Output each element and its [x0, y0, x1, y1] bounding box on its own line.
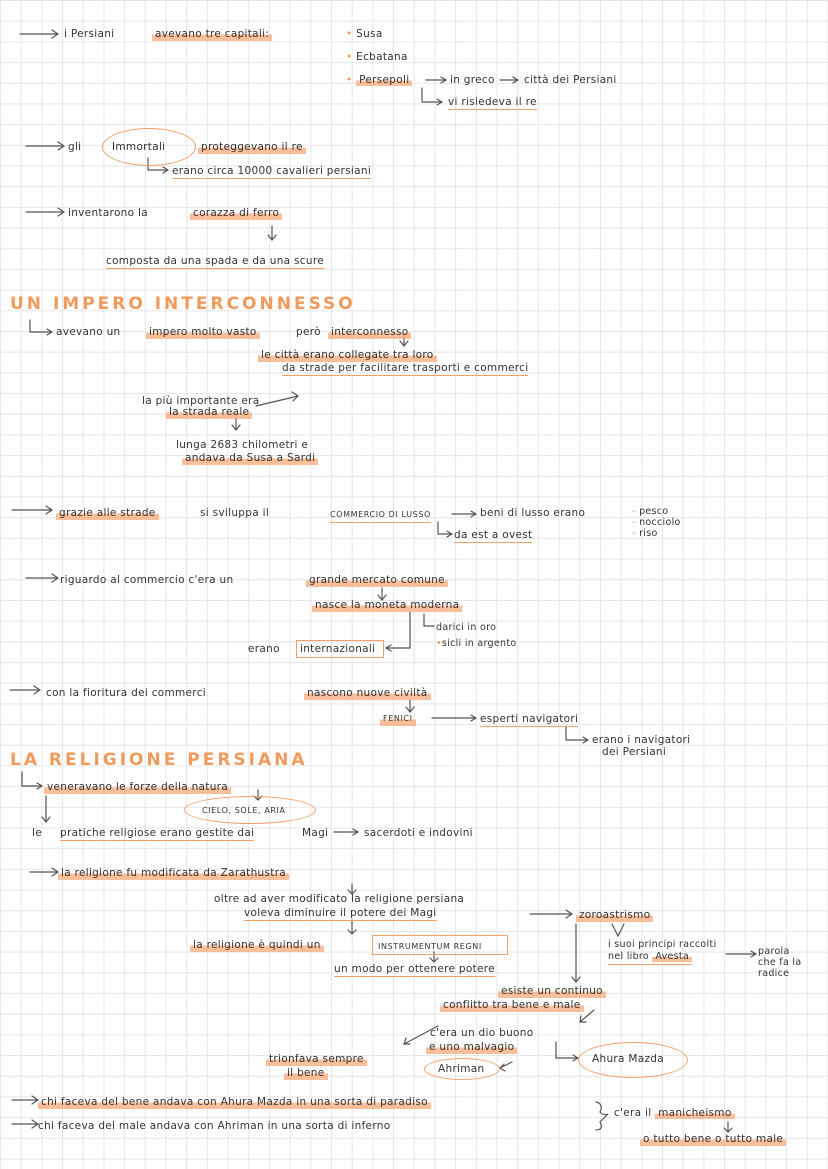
impero-line1a: avevano un [56, 326, 121, 338]
market-intl-lead: erano [248, 643, 280, 655]
civil-fenici: FENICI [380, 712, 416, 726]
trade-highlight: grazie alle strade [56, 506, 159, 520]
capital-item: • Ecbatana [346, 51, 408, 63]
trade-commerce: COMMERCIO DI LUSSO [330, 508, 431, 523]
market-intl-box [296, 640, 384, 658]
mani-line1: c'era il manicheismo [614, 1106, 735, 1120]
road-line2: la strada reale [166, 405, 253, 419]
trade-goods: beni di lusso erano [480, 507, 586, 519]
instr-box [372, 935, 508, 955]
civil-sailors2: erano i navigatori [592, 734, 691, 746]
instr-line2: un modo per ottenere potere [334, 963, 495, 977]
armor-highlight: corazza di ferro [190, 206, 283, 220]
trade-direction: da est a ovest [454, 529, 533, 543]
impero-line1d: interconnesso [328, 325, 412, 339]
market-coin: nasce la moneta moderna [312, 598, 463, 612]
persepoli-note: in greco [450, 74, 495, 86]
magi-lead: le [32, 827, 42, 839]
principles-line2: nel libro Avesta [608, 950, 693, 965]
religion-line1: veneravano le forze della natura [44, 780, 232, 794]
zara-line2: oltre ad aver modificato la religione pe… [214, 893, 465, 905]
road-line1: la più importante era [142, 395, 260, 407]
ahriman: Ahriman [438, 1063, 485, 1075]
zara-line: la religione fu modificata da Zarathustr… [58, 866, 290, 880]
impero-line3: da strade per facilitare trasporti e com… [282, 362, 529, 376]
immortals-highlight: proteggevano il re [198, 140, 306, 154]
win-line2: il bene [284, 1066, 328, 1080]
civil-sailors: esperti navigatori [480, 713, 579, 727]
forces-circle [184, 796, 316, 824]
parola-note: parola che fa la radice [758, 946, 802, 979]
ahriman-circle [424, 1058, 500, 1080]
persepoli-note2: vi risiedeva il re [448, 96, 537, 110]
impero-line2: le città erano collegate tra loro [258, 348, 437, 362]
magi-highlight: pratiche religiose erano gestite dai [60, 827, 255, 841]
trade-goods-list: - pesco - nocciolo - riso [632, 506, 681, 539]
conflict-line1: esiste un continuo [498, 984, 606, 998]
market-intl: internazionali [300, 643, 376, 655]
market-lead: riguardo al commercio c'era un [60, 574, 234, 586]
conflict-line2: conflitto tra bene e male [440, 998, 584, 1012]
win-line1: trionfava sempre [266, 1052, 367, 1066]
impero-line1b: impero molto vasto [146, 325, 260, 339]
capitals-highlight: avevano tre capitali: [152, 27, 273, 41]
market-highlight: grande mercato comune [306, 573, 448, 587]
good-line: chi faceva del bene andava con Ahura Maz… [38, 1095, 431, 1109]
magi-word: Magi [302, 827, 329, 839]
civil-lead: con la fioritura dei commerci [46, 687, 206, 699]
impero-line1c: però [296, 326, 321, 338]
ahura-circle [578, 1042, 688, 1078]
gods-line1: c'era un dio buono [430, 1027, 534, 1039]
principles-line1: i suoi principi raccolti [608, 939, 717, 950]
gods-line2: e uno malvagio [426, 1040, 518, 1054]
armor-sub: composta da una spada e da una scure [106, 255, 324, 269]
bad-line: chi faceva del male andava con Ahriman i… [38, 1120, 391, 1132]
immortals-lead: gli [68, 141, 82, 153]
immortals-sub: erano circa 10000 cavalieri persiani [172, 165, 372, 179]
magi-definition: sacerdoti e indovini [364, 827, 473, 839]
immortals-circled: Immortali [112, 141, 166, 153]
zara-line3: voleva diminuire il potere dei Magi [244, 907, 437, 921]
ahura-mazda: Ahura Mazda [592, 1053, 664, 1065]
civil-highlight: nascono nuove civiltà [304, 686, 431, 700]
zoroastrismo: zoroastrismo [576, 908, 654, 922]
capital-item: • Persepoli [346, 73, 413, 87]
capitals-intro: i Persiani [64, 28, 115, 40]
market-coin-items: darici in oro •sicli in argento [436, 622, 517, 649]
trade-mid: si sviluppa il [200, 507, 270, 519]
road-length1: lunga 2683 chilometri e [176, 439, 309, 451]
armor-lead: inventarono la [68, 207, 148, 219]
persepoli-meaning: città dei Persiani [524, 74, 617, 86]
section-title-religione: LA RELIGIONE PERSIANA [10, 750, 308, 770]
capital-item: • Susa [346, 28, 383, 40]
instrumentum-regni: INSTRUMENTUM REGNI [378, 942, 482, 951]
section-title-impero: UN IMPERO INTERCONNESSO [10, 294, 356, 314]
instr-lead: la religione è quindi un [190, 938, 324, 952]
religion-forces: CIELO, SOLE, ARIA [202, 806, 286, 815]
mani-line3: o tutto bene o tutto male [640, 1132, 787, 1146]
immortals-circle [102, 128, 196, 166]
civil-sailors3: dei Persiani [602, 746, 667, 758]
road-length2: andava da Susa a Sardi [182, 451, 319, 465]
